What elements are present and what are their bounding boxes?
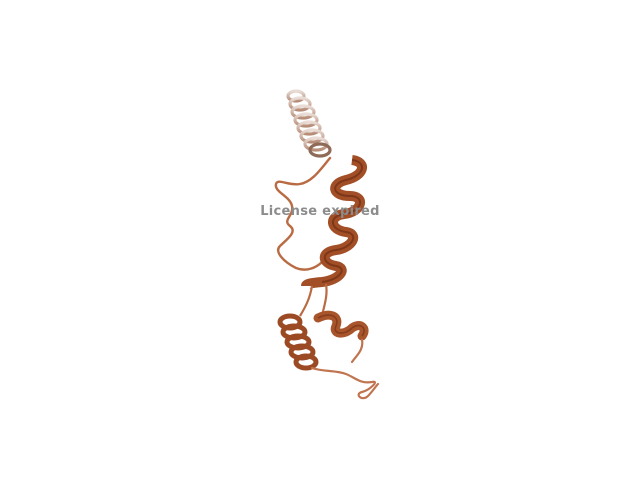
helix-lower-right: [313, 310, 369, 341]
helix-lower-left: [277, 313, 319, 371]
helix-central: [301, 155, 367, 290]
coil-connector-middle: [299, 283, 328, 317]
helix-top-faded: [286, 89, 332, 158]
coil-tail: [310, 338, 380, 400]
coil-loop-left: [274, 156, 332, 271]
